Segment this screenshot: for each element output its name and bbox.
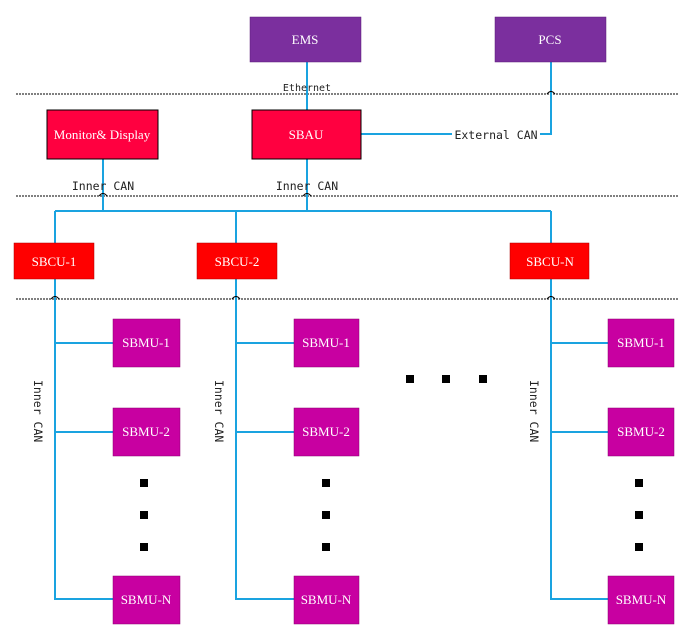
pcs-box-shape — [494, 16, 607, 63]
sbcu-label: SBCU-1 — [32, 254, 77, 269]
crossing-mark — [231, 296, 241, 300]
sbmu-box — [607, 575, 675, 625]
ems-box: EMS — [249, 16, 362, 63]
sbmu-box — [112, 407, 181, 457]
vertical-ellipsis-dot — [635, 511, 643, 519]
sbmu-box — [293, 318, 360, 368]
sbcu-box-shape — [509, 242, 590, 280]
crossing-mark — [546, 91, 556, 95]
crossing-mark — [50, 296, 60, 300]
sbmu-box — [607, 318, 675, 368]
inner-can-label-right: Inner CAN — [276, 179, 338, 193]
sbmu-box — [293, 575, 360, 625]
sbmu-label: SBMU-1 — [617, 335, 665, 350]
external-can-label: External CAN — [454, 128, 537, 142]
sbcu-box-shape — [13, 242, 95, 280]
sbau-label: SBAU — [289, 127, 324, 142]
sbcu-box-1: SBCU-1 — [13, 242, 95, 280]
inner-can-vertical-label-n: Inner CAN — [527, 380, 541, 442]
pcs-box: PCS — [494, 16, 607, 63]
sbmu-label: SBMU-2 — [617, 424, 665, 439]
crossing-marks — [50, 91, 556, 300]
horizontal-ellipsis-dot — [479, 375, 487, 383]
vertical-ellipsis-dot — [322, 479, 330, 487]
vertical-ellipsis-dot — [140, 479, 148, 487]
crossing-mark — [302, 193, 312, 197]
cluster2-trunk — [235, 279, 294, 600]
crossing-mark — [546, 296, 556, 300]
vertical-ellipsis-dot — [140, 511, 148, 519]
cluster-n-modules: SBMU-1 SBMU-2 SBMU-N — [607, 318, 675, 625]
monitor-display-label: Monitor& Display — [54, 127, 151, 142]
sbau-box: SBAU — [251, 109, 362, 160]
cluster1-trunk — [54, 279, 113, 600]
horizontal-ellipsis-dot — [406, 375, 414, 383]
sbmu-box — [293, 407, 360, 457]
ems-label: EMS — [292, 32, 319, 47]
connection-lines — [54, 62, 608, 600]
sbmu-box — [112, 575, 181, 625]
monitor-display-box: Monitor& Display — [46, 109, 159, 160]
monitor-display-box-shape — [46, 109, 159, 160]
cluster-1-modules: SBMU-1 SBMU-2 SBMU-N — [112, 318, 181, 625]
level-dividers — [16, 93, 678, 300]
crossing-mark — [98, 193, 108, 197]
sbcu-box-shape — [196, 242, 278, 280]
ellipsis-dots — [140, 375, 643, 551]
sbmu-box — [112, 318, 181, 368]
vertical-ellipsis-dot — [140, 543, 148, 551]
sbmu-label: SBMU-N — [301, 592, 352, 607]
vertical-ellipsis-dot — [322, 543, 330, 551]
inner-can-vertical-label-1: Inner CAN — [31, 380, 45, 442]
sbau-box-shape — [251, 109, 362, 160]
ems-box-shape — [249, 16, 362, 63]
sbmu-label: SBMU-N — [121, 592, 172, 607]
sbmu-label: SBMU-2 — [122, 424, 170, 439]
sbmu-box — [607, 407, 675, 457]
horizontal-ellipsis-dot — [442, 375, 450, 383]
sbmu-label: SBMU-2 — [302, 424, 350, 439]
sbcu-label: SBCU-2 — [215, 254, 260, 269]
clusterN-trunk — [550, 279, 608, 600]
sbcu-box-n: SBCU-N — [509, 242, 590, 280]
sbcu-label: SBCU-N — [526, 254, 574, 269]
vertical-ellipsis-dot — [635, 479, 643, 487]
sbmu-label: SBMU-1 — [122, 335, 170, 350]
inner-can-label-left: Inner CAN — [72, 179, 134, 193]
vertical-ellipsis-dot — [635, 543, 643, 551]
ethernet-label: Ethernet — [283, 83, 331, 94]
sbmu-label: SBMU-1 — [302, 335, 350, 350]
pcs-label: PCS — [538, 32, 561, 47]
inner-can-vertical-label-2: Inner CAN — [212, 380, 226, 442]
sbcu-box-2: SBCU-2 — [196, 242, 278, 280]
pcs-sbau-link — [540, 62, 552, 135]
sbmu-label: SBMU-N — [616, 592, 667, 607]
vertical-ellipsis-dot — [322, 511, 330, 519]
cluster-2-modules: SBMU-1 SBMU-2 SBMU-N — [293, 318, 360, 625]
